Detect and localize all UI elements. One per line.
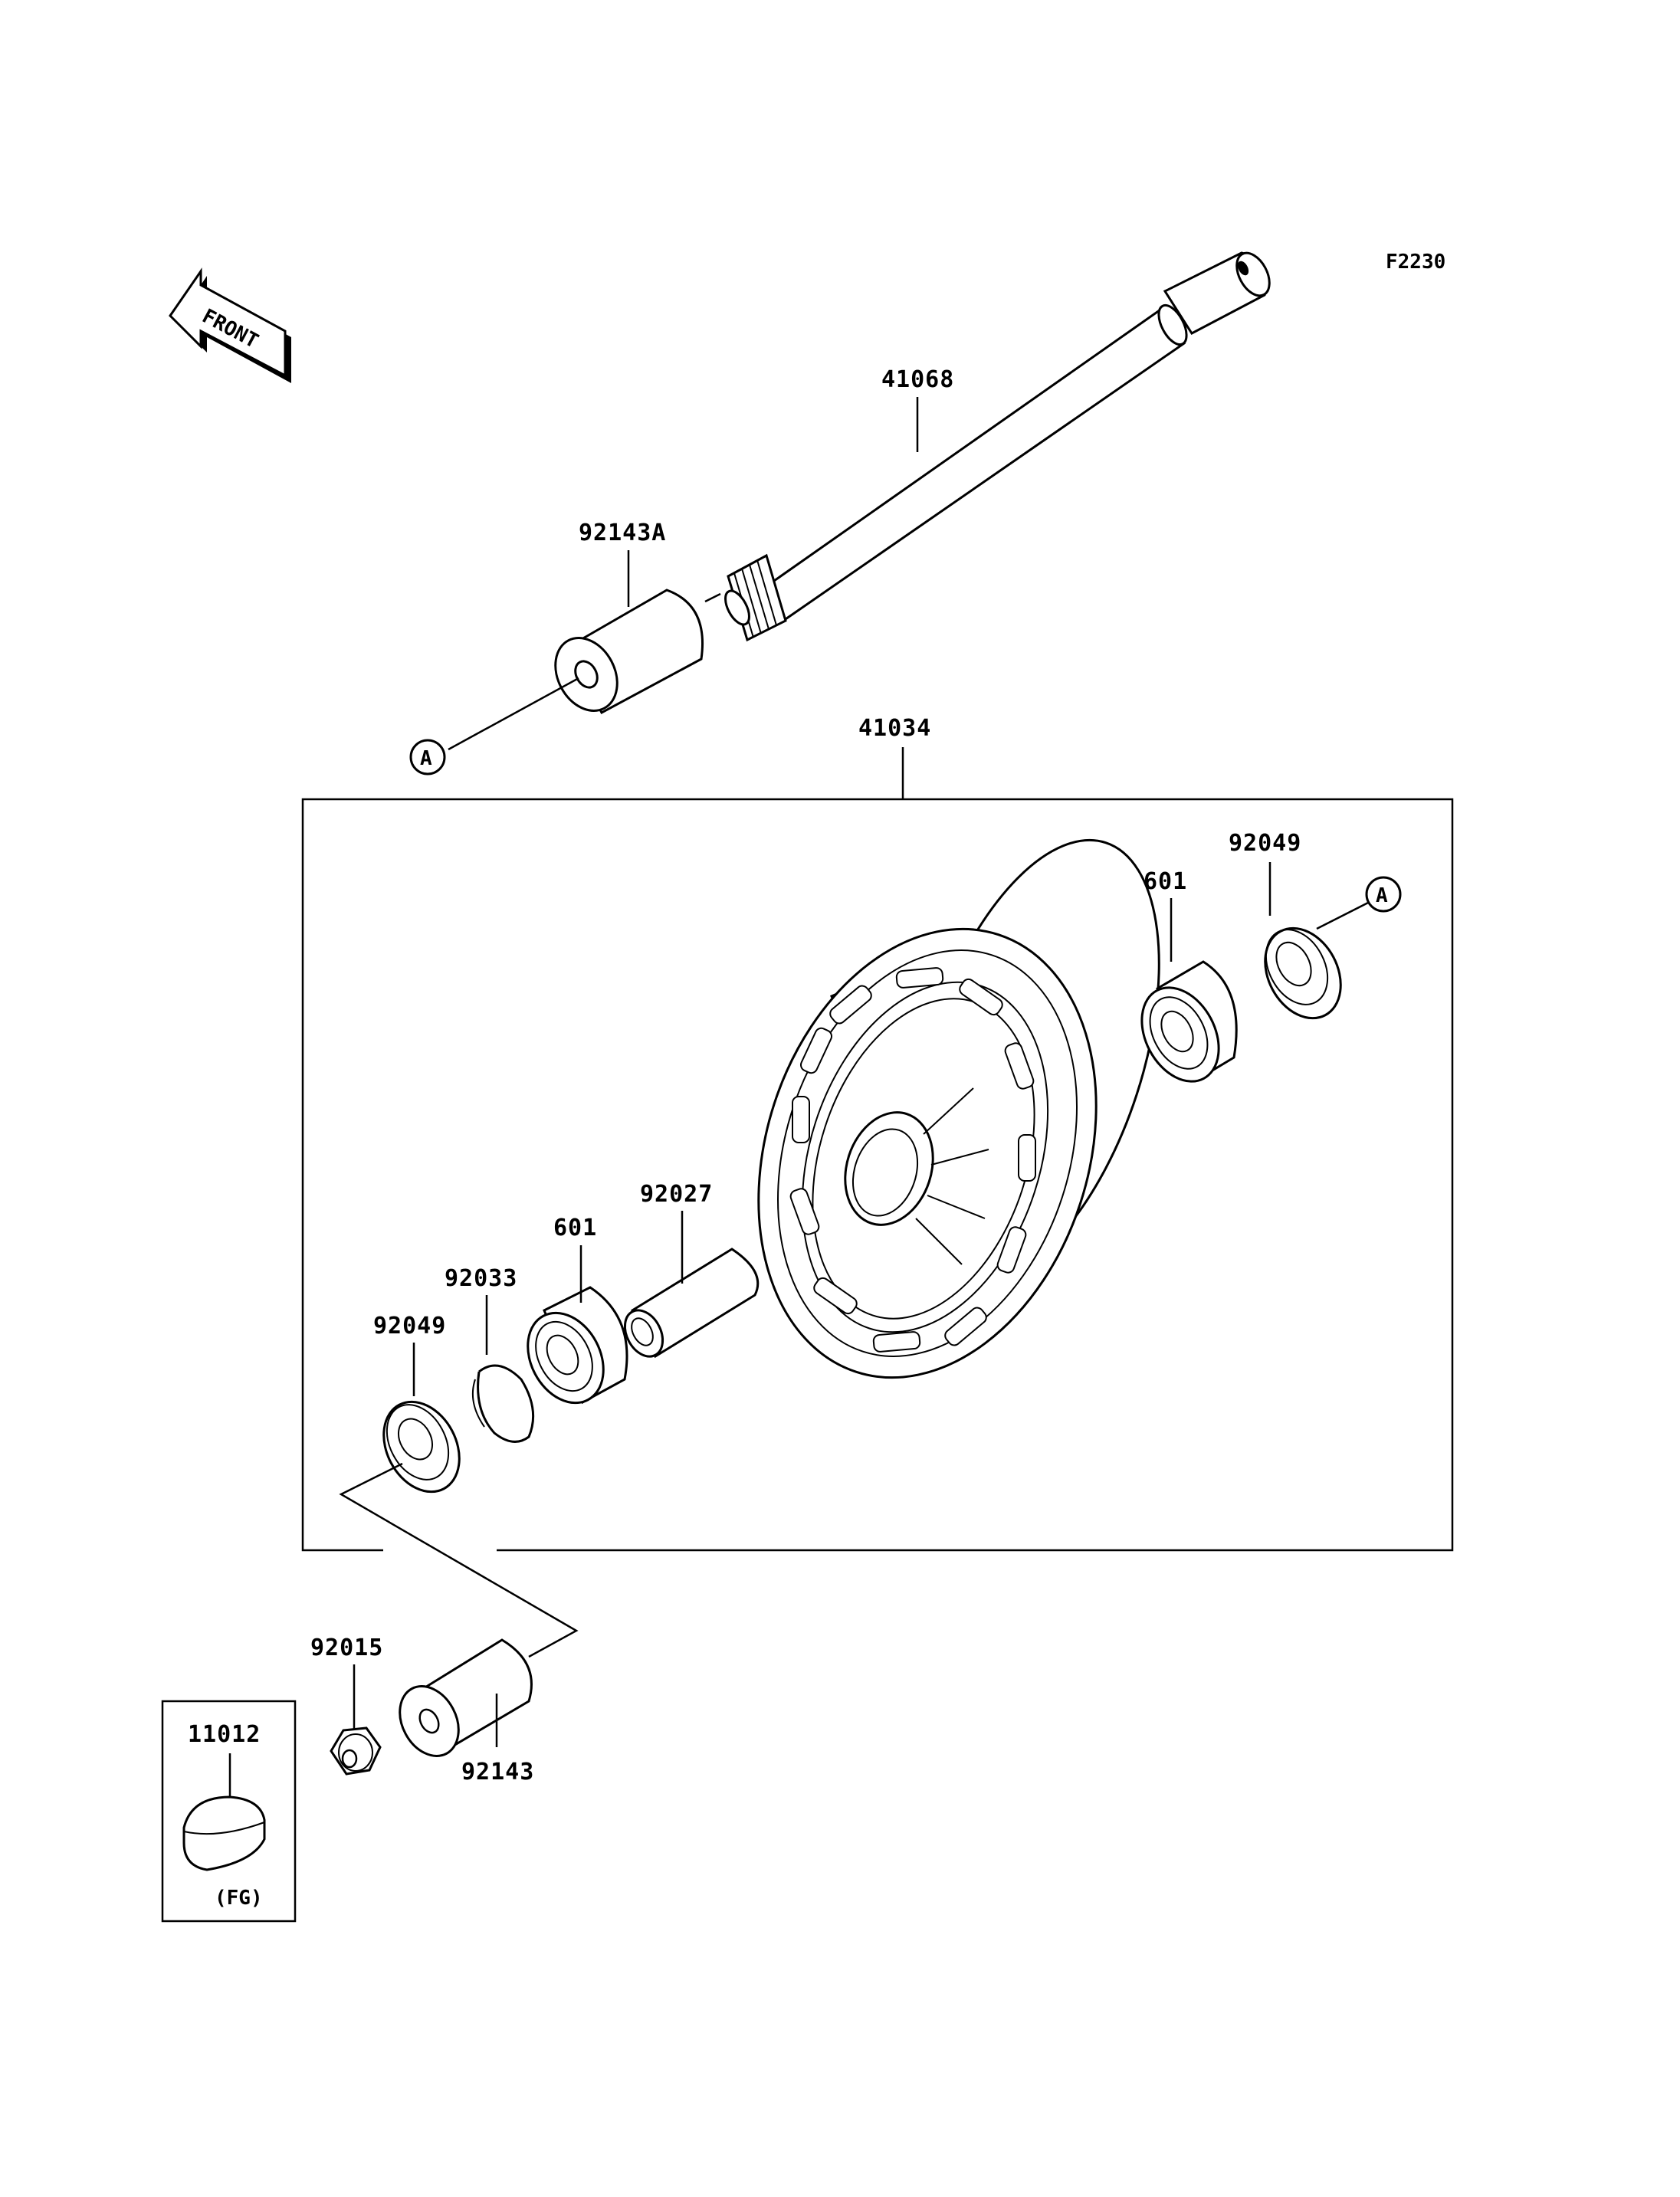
seal-left-part	[382, 1400, 461, 1494]
ref-a-left-marker: A	[409, 739, 446, 776]
spacer-axle-link	[704, 592, 721, 603]
wheel-hub-part	[757, 838, 1160, 1379]
spacer-left-label: 92143	[461, 1759, 534, 1785]
seal-right-label: 92049	[1229, 830, 1301, 857]
nut-label: 92015	[310, 1635, 383, 1661]
bearing-left-part	[527, 1286, 628, 1405]
circlip-part	[471, 1364, 535, 1443]
circlip-label: 92033	[445, 1265, 517, 1292]
distance-collar-part	[623, 1248, 760, 1359]
ref-a-right-marker: A	[1365, 876, 1402, 913]
spacer-a-label: 92143A	[579, 520, 666, 546]
seal-left-label: 92049	[373, 1313, 446, 1340]
bearing-left-label: 601	[553, 1215, 597, 1241]
axle-label: 41068	[881, 366, 954, 393]
cap-note: (FG)	[215, 1887, 263, 1910]
svg-text:A: A	[1376, 884, 1388, 907]
cap-label: 11012	[188, 1721, 261, 1748]
hub-assembly-box	[301, 798, 1454, 1552]
cap-box	[161, 1700, 297, 1923]
bearing-right-part	[1140, 960, 1238, 1083]
seal-spacer-link	[339, 1462, 579, 1658]
nut-part	[330, 1726, 382, 1776]
ref-a-right-leader	[1316, 901, 1369, 930]
ref-a-left-leader	[448, 677, 579, 751]
svg-text:A: A	[420, 747, 432, 770]
bearing-right-label: 601	[1144, 868, 1187, 895]
seal-right-part	[1264, 926, 1342, 1020]
diagram-code: F2230	[1386, 251, 1445, 274]
hub-assembly-label: 41034	[858, 715, 931, 742]
axle-part	[724, 251, 1271, 642]
spacer-left-part	[399, 1638, 533, 1757]
front-arrow-icon: FRONT	[169, 267, 291, 383]
cap-part	[182, 1795, 266, 1871]
spacer-a-part	[554, 589, 704, 715]
distance-collar-label: 92027	[640, 1181, 713, 1208]
